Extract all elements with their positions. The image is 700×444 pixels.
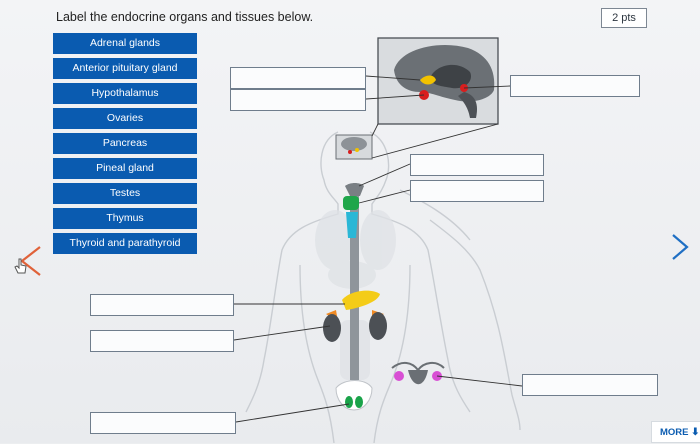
drop-target-4[interactable] <box>410 154 544 176</box>
leader-lines <box>233 75 523 423</box>
chip-thymus[interactable]: Thymus <box>53 208 197 229</box>
chip-hypothalamus[interactable]: Hypothalamus <box>53 83 197 104</box>
chip-pineal-gland[interactable]: Pineal gland <box>53 158 197 179</box>
drop-target-3[interactable] <box>510 75 640 97</box>
drop-target-6[interactable] <box>90 294 234 316</box>
word-bank: Adrenal glands Anterior pituitary gland … <box>53 33 197 258</box>
chip-anterior-pituitary-gland[interactable]: Anterior pituitary gland <box>53 58 197 79</box>
question-prompt: Label the endocrine organs and tissues b… <box>56 10 314 24</box>
hand-pointer-icon <box>14 258 28 274</box>
drop-target-2[interactable] <box>230 89 366 111</box>
chip-ovaries[interactable]: Ovaries <box>53 108 197 129</box>
chip-testes[interactable]: Testes <box>53 183 197 204</box>
spine <box>350 190 359 380</box>
chevron-right-icon[interactable] <box>668 232 692 262</box>
more-label: MORE <box>660 427 689 438</box>
body-outline <box>245 131 521 443</box>
more-button[interactable]: MORE ⬇ <box>651 421 700 443</box>
drop-target-5[interactable] <box>410 180 544 202</box>
chip-adrenal-glands[interactable]: Adrenal glands <box>53 33 197 54</box>
points-badge: 2 pts <box>601 8 647 28</box>
gland-shapes <box>323 183 445 411</box>
drop-target-9[interactable] <box>90 412 236 434</box>
chevron-left-icon[interactable] <box>16 244 44 278</box>
drop-target-1[interactable] <box>230 67 366 89</box>
small-brain-inset <box>335 134 373 160</box>
drop-target-7[interactable] <box>90 330 234 352</box>
brain-inset <box>377 37 499 125</box>
chip-thyroid-and-parathyroid[interactable]: Thyroid and parathyroid <box>53 233 197 254</box>
chip-pancreas[interactable]: Pancreas <box>53 133 197 154</box>
drop-target-8[interactable] <box>522 374 658 396</box>
arrow-down-icon: ⬇ <box>691 427 700 438</box>
